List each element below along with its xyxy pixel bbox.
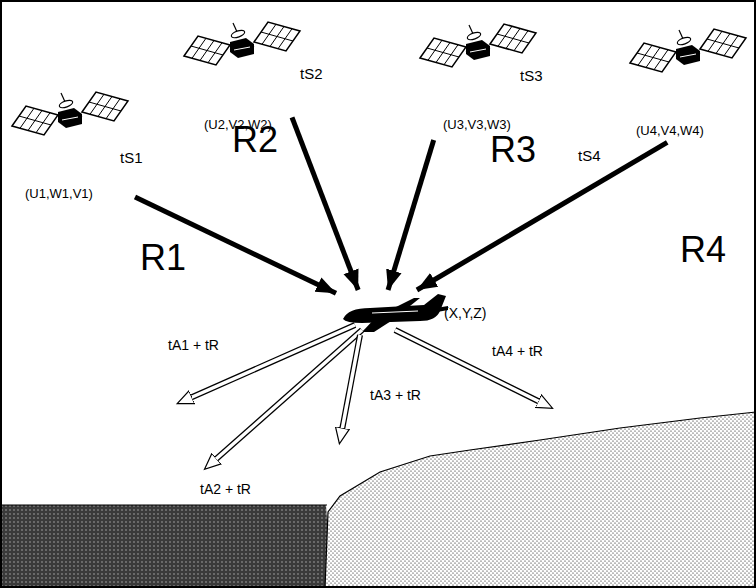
satellite-icon: [184, 22, 300, 65]
time-label: tA3 + tR: [370, 388, 421, 403]
time-label: tS4: [578, 148, 601, 165]
coordinate-label: (U4,V4,W4): [636, 124, 704, 138]
coordinate-label: (U1,W1,V1): [25, 187, 93, 201]
satellite-icon: [630, 29, 746, 72]
time-label: tS2: [300, 66, 323, 83]
range-label: R2: [232, 120, 278, 160]
signal-arrow: [292, 117, 358, 290]
hollow-arrow: [342, 335, 360, 430]
sea: [0, 505, 332, 588]
time-label: tS3: [520, 68, 543, 85]
range-label: R4: [680, 230, 726, 270]
time-label: tA2 + tR: [200, 482, 251, 497]
hollow-arrow: [215, 330, 362, 460]
time-label: tA1 + tR: [168, 338, 219, 353]
range-label: R3: [490, 130, 536, 170]
time-label: tA4 + tR: [492, 344, 543, 359]
land: [325, 412, 756, 588]
signal-arrow: [417, 142, 667, 290]
satellite: (U1,W1,V1): [10, 60, 135, 210]
coastline: [325, 412, 756, 588]
satellite-icon: [12, 92, 128, 135]
signal-arrow: [135, 197, 336, 293]
aircraft-icon: [343, 294, 448, 332]
sea-surface: [0, 504, 327, 505]
satellite: (U4,V4,W4): [628, 20, 748, 142]
satellite-icon: [420, 24, 536, 67]
aircraft: (X,Y,Z): [336, 290, 511, 335]
signal-arrow: [388, 140, 434, 290]
range-label: R1: [140, 238, 186, 278]
time-label: tS1: [120, 150, 143, 167]
coordinate-label: (X,Y,Z): [444, 306, 487, 321]
